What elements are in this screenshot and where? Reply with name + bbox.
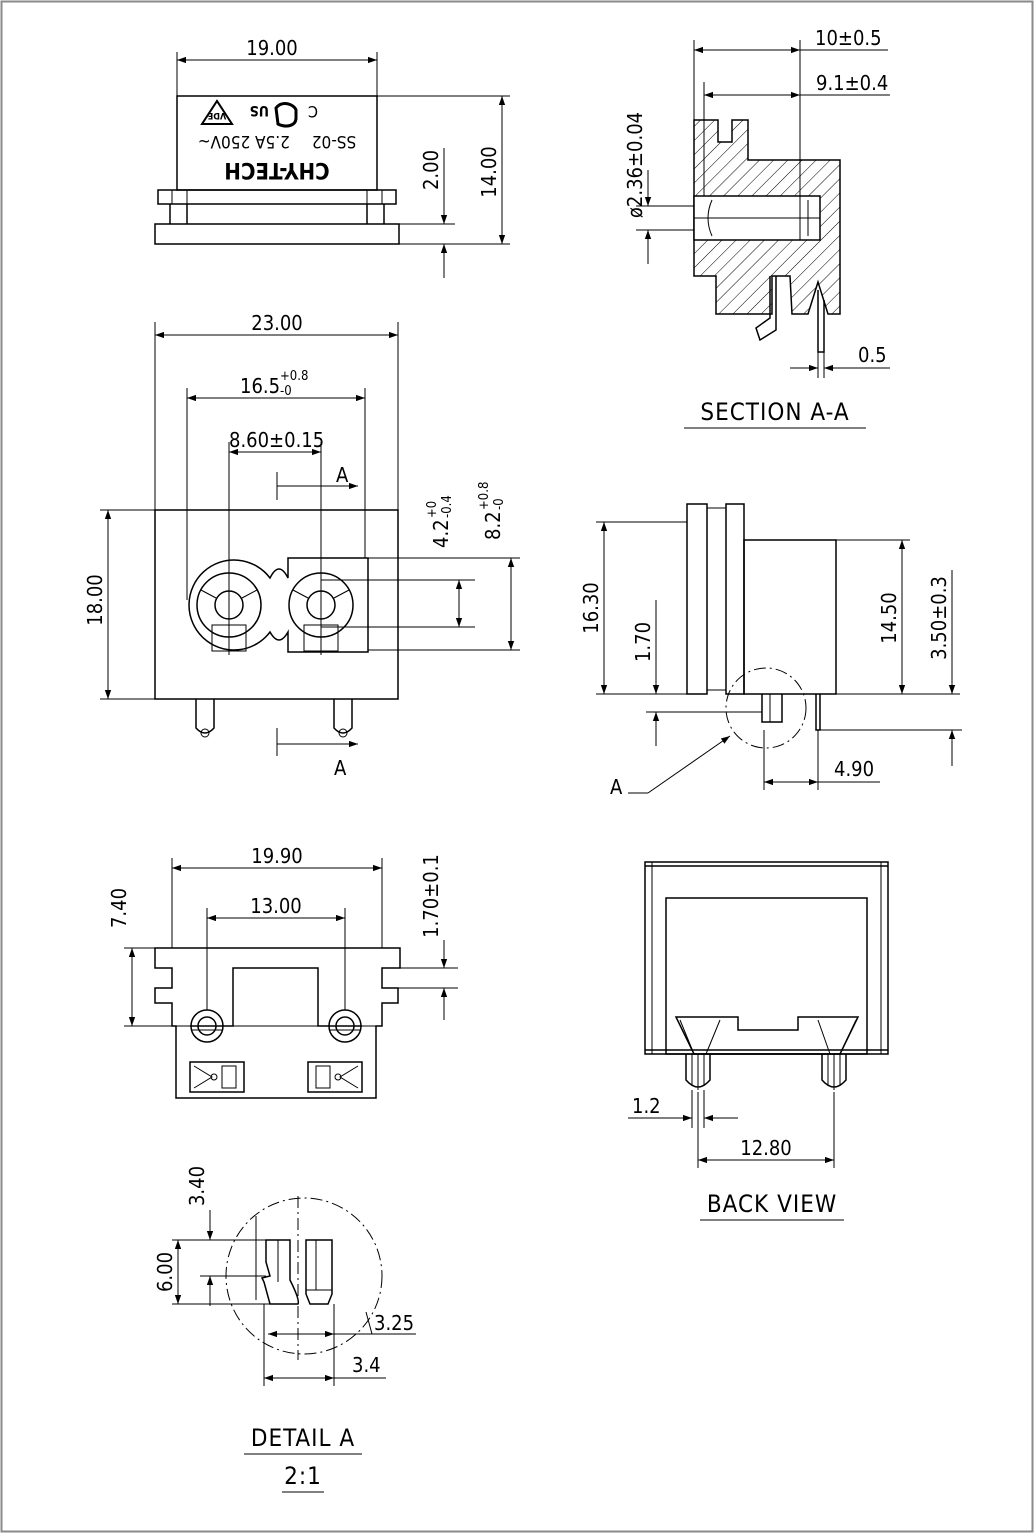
side-flange-front xyxy=(686,503,708,695)
detail-width-b-dim: 3.4 xyxy=(352,1353,381,1377)
back-view: 1.2 12.80 BACK VIEW xyxy=(628,861,889,1221)
side-flange-dim: 1.70 xyxy=(631,622,655,662)
bottom-terminal-right xyxy=(307,1061,363,1093)
front-pin-left xyxy=(195,699,215,734)
front-width-dim: 23.00 xyxy=(251,311,303,335)
svg-text:+0.8: +0.8 xyxy=(477,482,492,510)
side-body-dim: 14.50 xyxy=(877,592,901,644)
side-offset-dim: 3.50±0.3 xyxy=(927,576,951,660)
bottom-view: 19.90 13.00 7.40 1.70±0.1 xyxy=(107,844,458,1099)
front-pitch-dim: 8.60±0.15 xyxy=(229,428,324,452)
bottom-terminal-left xyxy=(189,1061,245,1093)
section-mark-top: A xyxy=(336,463,349,487)
detail-height-b-dim: 6.00 xyxy=(153,1252,177,1292)
outer-dim: 8.2 +0.8 -0 xyxy=(477,482,507,540)
section-title: SECTION A-A xyxy=(700,398,849,426)
top-base xyxy=(154,223,400,245)
front-height-dim: 18.00 xyxy=(83,574,107,626)
front-body xyxy=(154,509,399,700)
top-width-dim: 19.00 xyxy=(246,36,298,60)
detail-pin-right xyxy=(305,1239,333,1305)
label-us: US xyxy=(250,102,269,118)
detail-scale: 2:1 xyxy=(284,1462,322,1490)
bottom-lip-dim: 1.70±0.1 xyxy=(419,854,443,938)
front-pin-right xyxy=(333,699,353,734)
side-pin-offset-dim: 4.90 xyxy=(834,757,874,781)
side-total-dim: 16.30 xyxy=(579,582,603,634)
ru-logo xyxy=(274,102,298,128)
bottom-depth-dim: 7.40 xyxy=(107,888,131,928)
section-terminal xyxy=(755,276,777,342)
back-outer xyxy=(644,861,889,1055)
section-pin-diameter-dim: ø2.36±0.04 xyxy=(623,112,647,218)
section-mark-bottom: A xyxy=(334,756,347,780)
front-span-dim: 16.5 xyxy=(240,374,280,398)
side-body xyxy=(743,539,837,695)
label-c: C xyxy=(308,102,318,121)
back-pin-right xyxy=(817,1019,857,1090)
svg-text:-0.4: -0.4 xyxy=(440,495,455,518)
back-pin-width-dim: 1.2 xyxy=(632,1094,661,1118)
detail-view: 6.00 3.40 3.25 3.4 DETAIL A 2:1 xyxy=(153,1166,416,1493)
detail-pin-left xyxy=(260,1239,300,1305)
bottom-outline xyxy=(154,947,401,1099)
svg-text:+0: +0 xyxy=(425,501,440,518)
detail-height-a-dim: 3.40 xyxy=(185,1166,209,1206)
back-socket xyxy=(674,1016,860,1055)
detail-callout: A xyxy=(610,775,623,799)
section-inner-depth-dim: 9.1±0.4 xyxy=(816,71,888,95)
top-view: CHY-TECH SS-022.5A 250V~ C US VDE 19.00 … xyxy=(154,36,510,278)
top-height-dim: 14.00 xyxy=(477,146,501,198)
top-flange xyxy=(157,189,397,205)
socket-outline xyxy=(188,557,369,653)
front-view: A A 23.00 16.5 +0.8 -0 8.60±0.15 18.00 xyxy=(83,311,520,780)
label-brand: CHY-TECH xyxy=(224,157,329,182)
back-pin-left xyxy=(679,1019,721,1090)
detail-width-a-dim: 3.25 xyxy=(374,1311,414,1335)
top-flange-dim: 2.00 xyxy=(419,150,443,190)
svg-text:-0: -0 xyxy=(492,498,507,510)
label-vde: VDE xyxy=(208,110,227,120)
bottom-pitch-dim: 13.00 xyxy=(250,894,302,918)
detail-title: DETAIL A xyxy=(251,1424,355,1452)
side-pin xyxy=(761,694,783,723)
hole-dim: 4.2 +0 -0.4 xyxy=(425,495,455,548)
side-view: A 16.30 1.70 14.50 3.50±0.3 4.90 xyxy=(579,503,962,799)
detail-circle xyxy=(725,667,807,749)
svg-text:8.2: 8.2 xyxy=(481,511,505,540)
svg-text:+0.8: +0.8 xyxy=(280,369,308,384)
section-depth-dim: 10±0.5 xyxy=(815,26,882,50)
back-title: BACK VIEW xyxy=(707,1190,837,1218)
svg-text:4.2: 4.2 xyxy=(429,519,453,548)
side-flange-back xyxy=(725,503,745,695)
section-view: 10±0.5 9.1±0.4 ø2.36±0.04 0.5 SECTION A-… xyxy=(623,26,890,429)
svg-text:-0: -0 xyxy=(280,384,292,399)
bottom-width-dim: 19.90 xyxy=(251,844,303,868)
section-tab-dim: 0.5 xyxy=(858,343,887,367)
back-pitch-dim: 12.80 xyxy=(740,1136,792,1160)
vde-logo xyxy=(200,99,234,125)
label-model-rating: SS-022.5A 250V~ xyxy=(198,131,357,151)
